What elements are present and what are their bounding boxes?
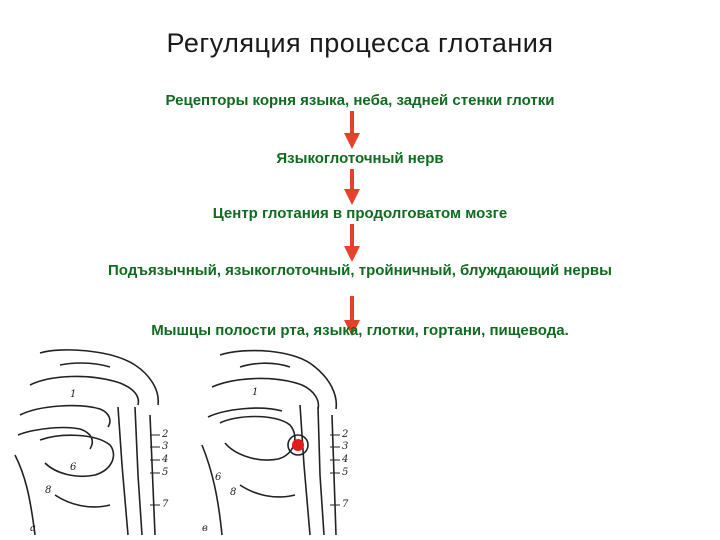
figure-number: 3 — [342, 441, 348, 452]
figure-number: 4 — [161, 454, 168, 465]
figure-number: 6 — [215, 472, 222, 483]
figure-number: 8 — [230, 487, 236, 498]
figure-number: 7 — [342, 499, 349, 510]
figure-number: 5 — [342, 467, 348, 478]
anatomy-figure-left: 1 2 3 4 5 6 7 8 а — [14, 349, 169, 536]
swallowing-bolus-marker — [292, 439, 304, 451]
figure-number: 6 — [70, 462, 77, 473]
page-title: Регуляция процесса глотания — [166, 28, 554, 58]
flow-step-swallowing-center: Центр глотания в продолговатом мозге — [212, 205, 508, 222]
anatomy-figure-right: 1 2 3 4 5 6 7 8 в — [201, 349, 349, 536]
figure-number: 3 — [162, 441, 168, 452]
figure-number: 8 — [45, 485, 51, 496]
figure-number: 1 — [70, 389, 76, 400]
flow-step-muscles: Мышцы полости рта, языка, глотки, гортан… — [151, 322, 569, 339]
flow-step-glossopharyngeal-nerve: Языкоглоточный нерв — [276, 150, 444, 167]
figure-number: 1 — [252, 387, 258, 398]
figure-number: 4 — [341, 454, 348, 465]
figure-number: 7 — [162, 499, 169, 510]
figure-number: 5 — [162, 467, 168, 478]
arrow-down-icon — [344, 169, 360, 205]
arrow-down-icon — [344, 111, 360, 149]
flow-step-receptors: Рецепторы корня языка, неба, задней стен… — [165, 92, 555, 109]
figure-letter: в — [202, 523, 208, 534]
figure-number: 2 — [161, 429, 168, 440]
arrow-down-icon — [344, 224, 360, 262]
flow-step-nerves: Подъязычный, языкоглоточный, тройничный,… — [108, 262, 612, 279]
figure-number: 2 — [341, 429, 348, 440]
figure-letter: а — [30, 523, 36, 534]
arrow-down-icon — [344, 296, 360, 336]
